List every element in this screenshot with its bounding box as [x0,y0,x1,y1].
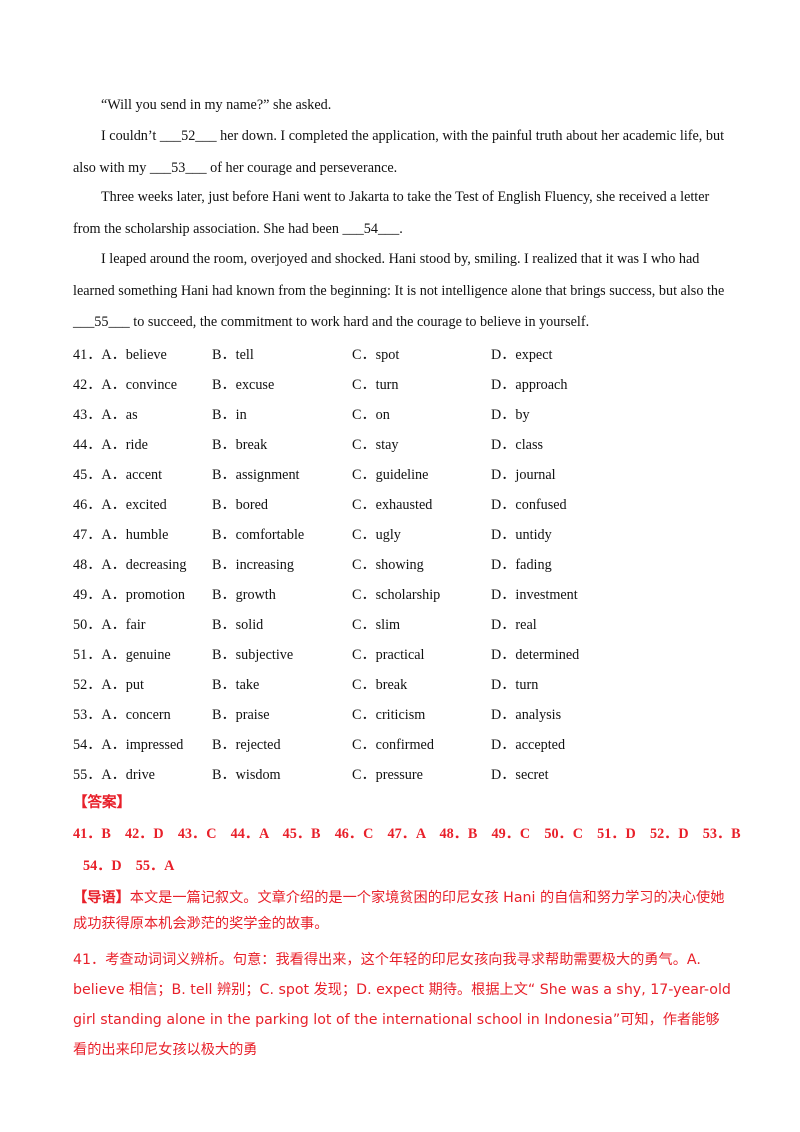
option-b: B．bored [212,497,268,513]
answer-heading: 【答案】 [73,795,131,811]
option-c: C．practical [352,647,425,663]
option-d: D．secret [491,767,549,783]
option-b: B．tell [212,347,254,363]
option-b: B．solid [212,617,264,633]
option-c: C．spot [352,347,400,363]
option-a: 46．A．excited [73,497,167,513]
answer-line-1: 41．B 42．D 43．C 44．A 45．B 46．C 47．A 48．B … [73,826,741,842]
option-d: D．determined [491,647,580,663]
option-a: 53．A．concern [73,707,171,723]
option-b: B．comfortable [212,527,305,543]
option-a: 43．A．as [73,407,138,423]
option-d: D．confused [491,497,567,513]
option-d: D．expect [491,347,553,363]
option-b: B．in [212,407,247,423]
option-c: C．criticism [352,707,426,723]
option-b: B．break [212,437,268,453]
option-c: C．exhausted [352,497,433,513]
option-a: 55．A．drive [73,767,155,783]
option-a: 41．A．believe [73,347,167,363]
option-b: B．praise [212,707,270,723]
option-b: B．subjective [212,647,294,663]
guide-text: 本文是一篇记叙文。文章介绍的是一个家境贫困的印尼女孩 Hani 的自信和努力学习… [73,890,725,932]
option-b: B．assignment [212,467,300,483]
option-a: 54．A．impressed [73,737,184,753]
option-a: 50．A．fair [73,617,146,633]
answer-line-2: 54．D 55．A [83,858,175,874]
option-c: C．turn [352,377,399,393]
option-a: 45．A．accent [73,467,163,483]
option-c: C．pressure [352,767,423,783]
option-c: C．on [352,407,390,423]
option-b: B．wisdom [212,767,281,783]
option-d: D．class [491,437,544,453]
option-c: C．scholarship [352,587,441,603]
option-a: 47．A．humble [73,527,169,543]
option-b: B．rejected [212,737,281,753]
option-c: C．slim [352,617,401,633]
option-d: D．approach [491,377,568,393]
passage-paragraph-4: I leaped around the room, overjoyed and … [73,251,725,330]
option-d: D．accepted [491,737,566,753]
option-a: 44．A．ride [73,437,148,453]
option-d: D．turn [491,677,539,693]
option-b: B．excuse [212,377,275,393]
option-c: C．showing [352,557,424,573]
guide-tag: 【导语】 [73,890,130,906]
option-a: 49．A．promotion [73,587,185,603]
option-c: C．guideline [352,467,429,483]
option-d: D．untidy [491,527,552,543]
option-b: B．growth [212,587,276,603]
option-b: B．increasing [212,557,294,573]
option-d: D．journal [491,467,556,483]
option-d: D．fading [491,557,552,573]
option-c: C．ugly [352,527,401,543]
option-a: 42．A．convince [73,377,178,393]
option-a: 52．A．put [73,677,144,693]
option-d: D．investment [491,587,578,603]
explanation-41: 41．考查动词词义辨析。句意：我看得出来，这个年轻的印尼女孩向我寻求帮助需要极大… [73,952,731,1058]
passage-paragraph-2: I couldn’t ___52___ her down. I complete… [73,128,725,176]
option-d: D．by [491,407,530,423]
option-b: B．take [212,677,260,693]
guide-paragraph: 【导语】本文是一篇记叙文。文章介绍的是一个家境贫困的印尼女孩 Hani 的自信和… [73,885,733,937]
option-c: C．break [352,677,408,693]
passage-paragraph-3: Three weeks later, just before Hani went… [73,189,710,237]
option-c: C．stay [352,437,399,453]
option-d: D．real [491,617,537,633]
option-c: C．confirmed [352,737,434,753]
option-a: 48．A．decreasing [73,557,187,573]
passage-paragraph-1: “Will you send in my name?” she asked. [101,97,332,113]
option-a: 51．A．genuine [73,647,171,663]
option-d: D．analysis [491,707,562,723]
